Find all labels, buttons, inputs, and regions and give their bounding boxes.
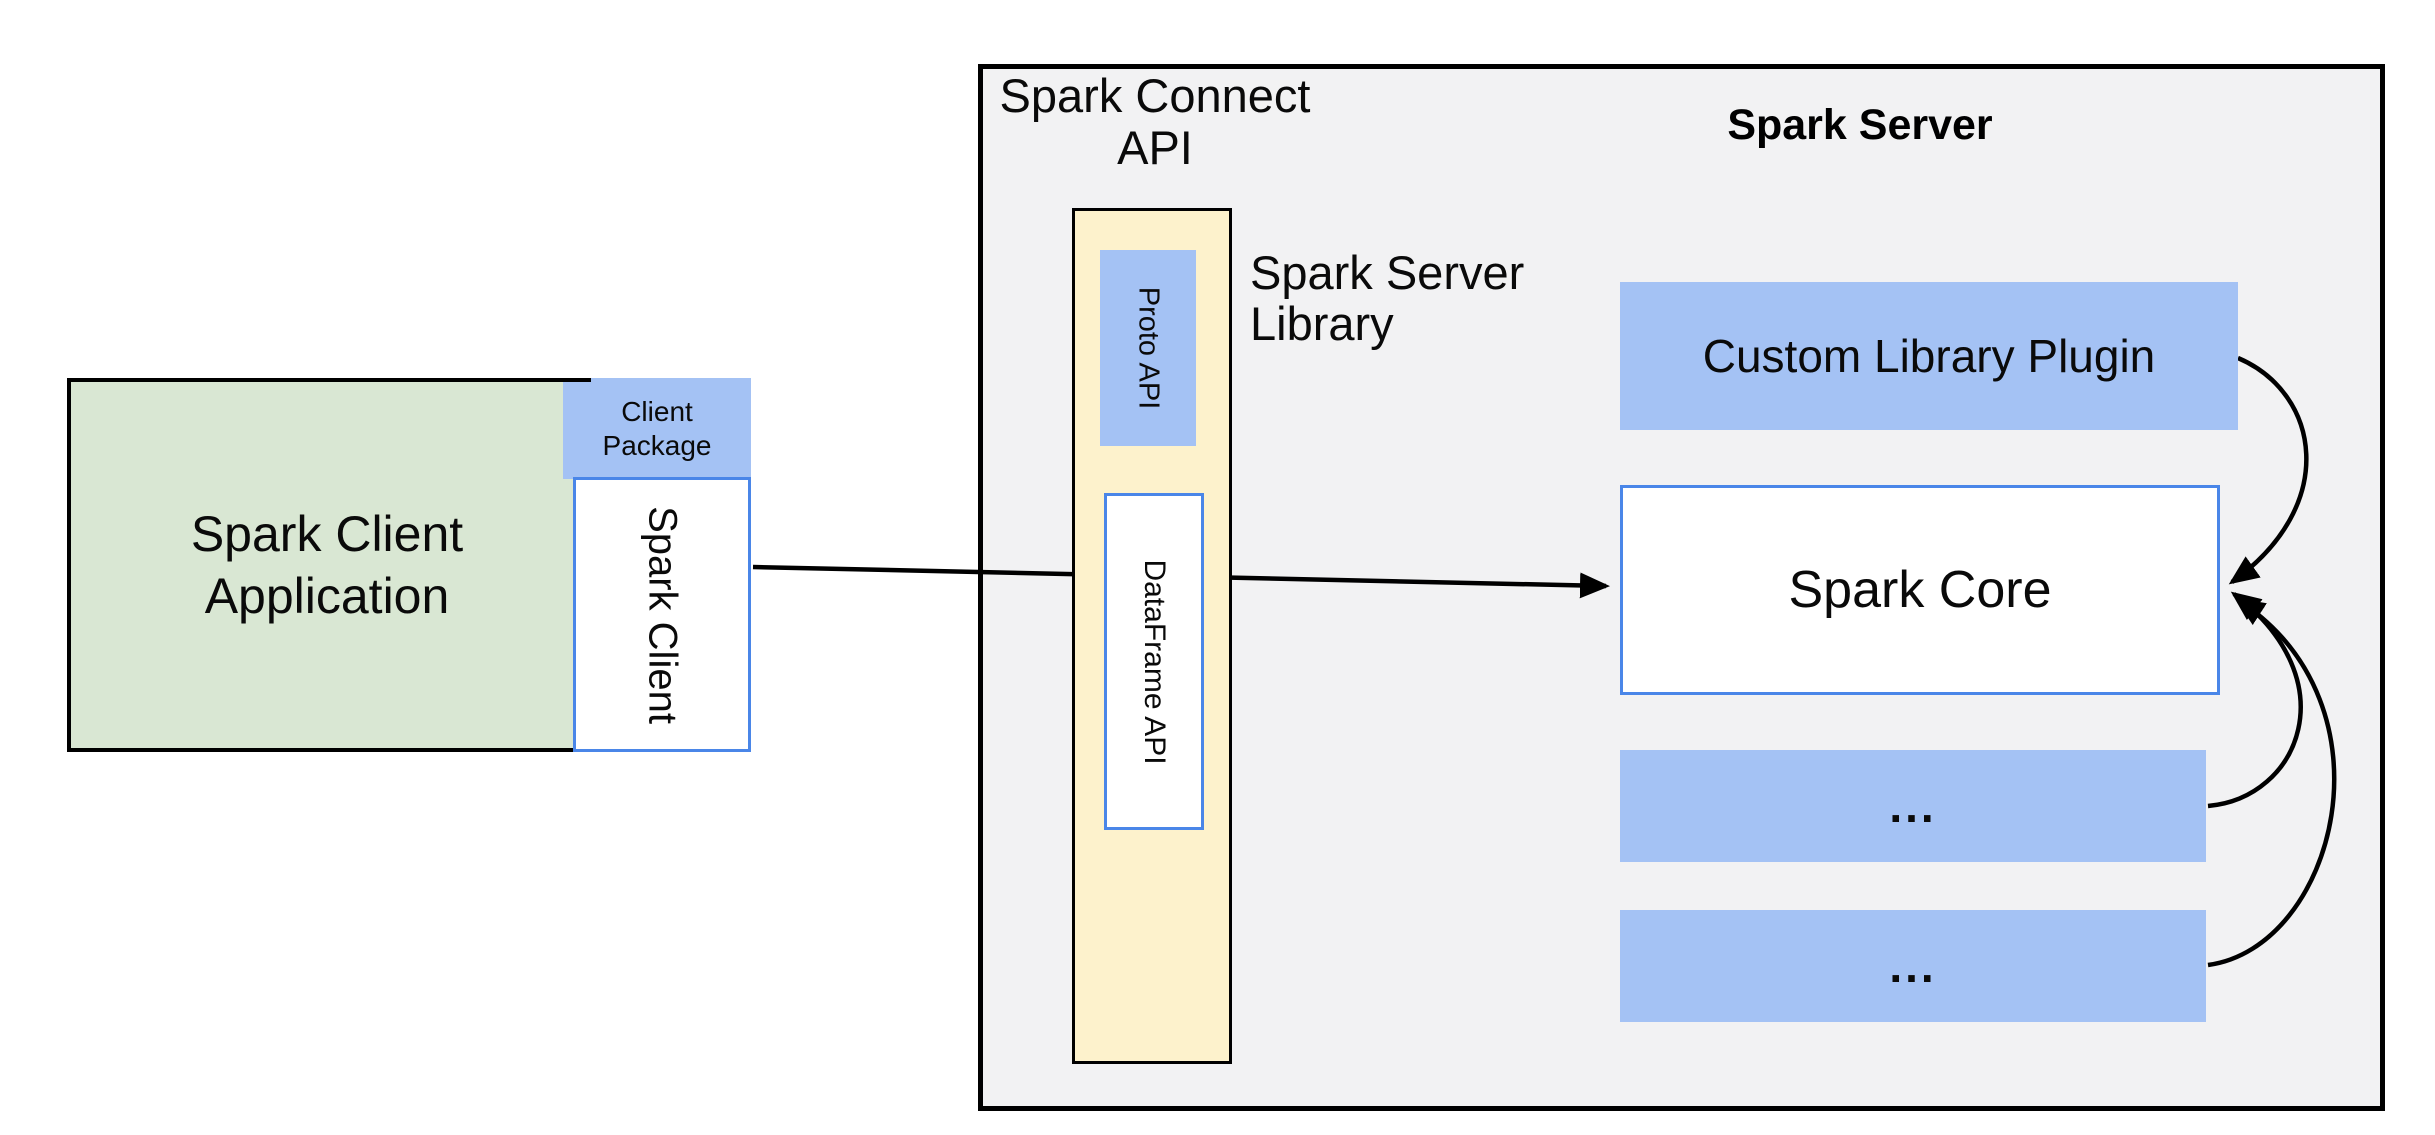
- dataframe-api-box: DataFrame API: [1104, 493, 1204, 830]
- spark-server-label: Spark Server: [1727, 101, 1993, 149]
- custom-library-plugin-box: Custom Library Plugin: [1620, 282, 2238, 430]
- plugin-placeholder-box-1: ...: [1620, 750, 2206, 862]
- plugin-to-core-arrow: [2228, 355, 2309, 585]
- client-package-box: Client Package: [563, 378, 751, 479]
- plugin-placeholder-2-label: ...: [1889, 940, 1937, 992]
- client-app-border-stub: [563, 378, 591, 382]
- spark-client-box: Spark Client: [573, 477, 751, 752]
- spark-server-library-label: Spark Server Library: [1250, 246, 1525, 350]
- spark-client-application-box: Spark Client Application: [67, 378, 587, 752]
- plugin-placeholder-1-label: ...: [1889, 780, 1937, 832]
- plugin-placeholder-box-2: ...: [1620, 910, 2206, 1022]
- spark-client-application-label: Spark Client Application: [190, 506, 464, 624]
- spark-connect-api-label: Spark Connect API: [999, 69, 1311, 174]
- spark-core-label: Spark Core: [1788, 561, 2052, 619]
- proto-api-box: Proto API: [1100, 250, 1196, 446]
- placeholder2-to-core-arrow: [2207, 597, 2337, 968]
- proto-api-label: Proto API: [1132, 286, 1165, 410]
- dataframe-api-label: DataFrame API: [1138, 558, 1171, 765]
- placeholder1-to-core-arrow: [2207, 591, 2303, 809]
- spark-client-label: Spark Client: [640, 505, 685, 724]
- client-package-label: Client Package: [602, 395, 712, 461]
- spark-core-box: Spark Core: [1620, 485, 2220, 695]
- custom-library-plugin-label: Custom Library Plugin: [1702, 330, 2156, 382]
